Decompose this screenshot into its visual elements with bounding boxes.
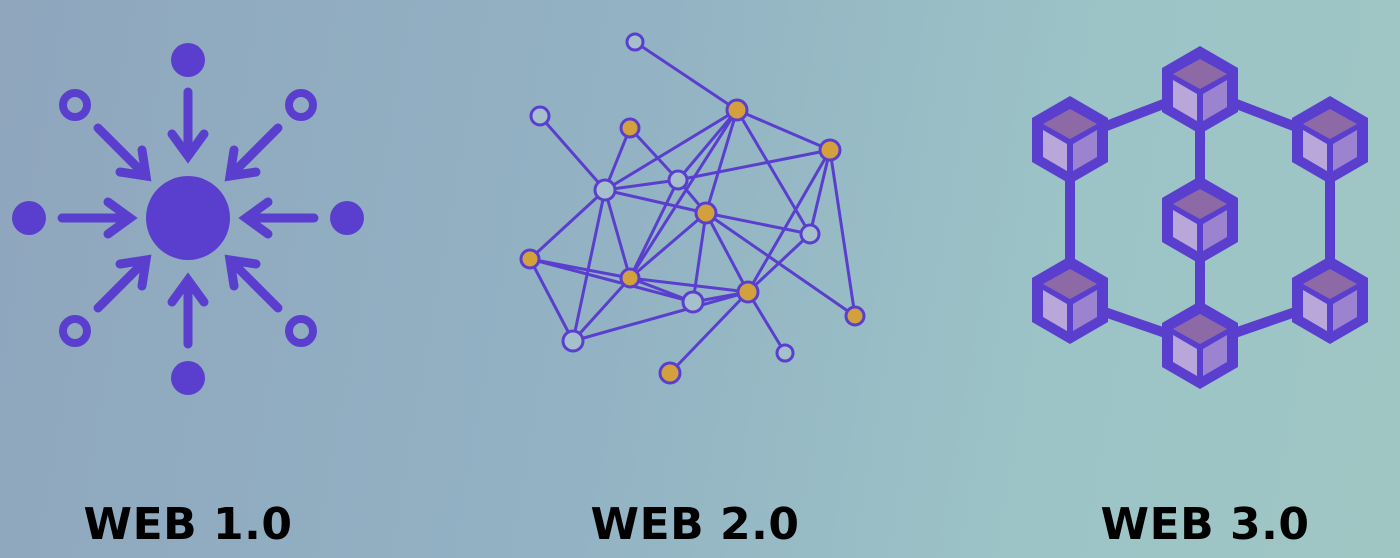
block-cube xyxy=(1292,96,1368,184)
arrow xyxy=(93,254,152,313)
graph-node xyxy=(625,32,645,52)
graph-node-highlight xyxy=(844,305,866,327)
graph-node xyxy=(681,290,705,314)
block-cube xyxy=(1292,256,1368,344)
endpoint-ring xyxy=(59,89,91,121)
endpoint-dot xyxy=(330,201,364,235)
endpoint-ring xyxy=(59,315,91,347)
endpoint-ring xyxy=(285,89,317,121)
graph-node-highlight xyxy=(736,280,760,304)
block-cube xyxy=(1032,256,1108,344)
graph-node-highlight xyxy=(658,361,682,385)
block-cube xyxy=(1162,301,1238,389)
hub-center xyxy=(146,176,230,260)
graph-node xyxy=(593,178,617,202)
graph-node xyxy=(775,343,795,363)
arrow xyxy=(167,272,209,349)
web1-label: WEB 1.0 xyxy=(83,499,293,550)
endpoint-dot xyxy=(171,361,205,395)
arrow xyxy=(238,197,319,239)
web3-blockchain-cubes-icon xyxy=(1032,46,1368,389)
graph-node xyxy=(799,223,821,245)
graph-node-highlight xyxy=(818,138,842,162)
arrow xyxy=(167,87,209,164)
graph-node-highlight xyxy=(694,201,718,225)
web2-social-network-graph-icon xyxy=(519,32,866,385)
graph-node xyxy=(561,329,585,353)
block-cube xyxy=(1032,96,1108,184)
graph-node-highlight xyxy=(619,267,641,289)
graph-node-highlight xyxy=(519,248,541,270)
endpoint-dot xyxy=(12,201,46,235)
web2-label: WEB 2.0 xyxy=(590,499,800,550)
arrow xyxy=(224,254,283,313)
web3-label: WEB 3.0 xyxy=(1100,499,1310,550)
block-cube xyxy=(1162,46,1238,134)
graph-node-highlight xyxy=(725,98,749,122)
arrow xyxy=(93,123,152,182)
block-cube xyxy=(1162,176,1238,264)
arrow xyxy=(224,123,283,182)
graph-node xyxy=(529,105,551,127)
graph-node xyxy=(667,169,689,191)
graph-node-highlight xyxy=(619,117,641,139)
web1-centralized-hub-icon xyxy=(12,43,364,395)
endpoint-ring xyxy=(285,315,317,347)
endpoint-dot xyxy=(171,43,205,77)
arrow xyxy=(57,197,138,239)
